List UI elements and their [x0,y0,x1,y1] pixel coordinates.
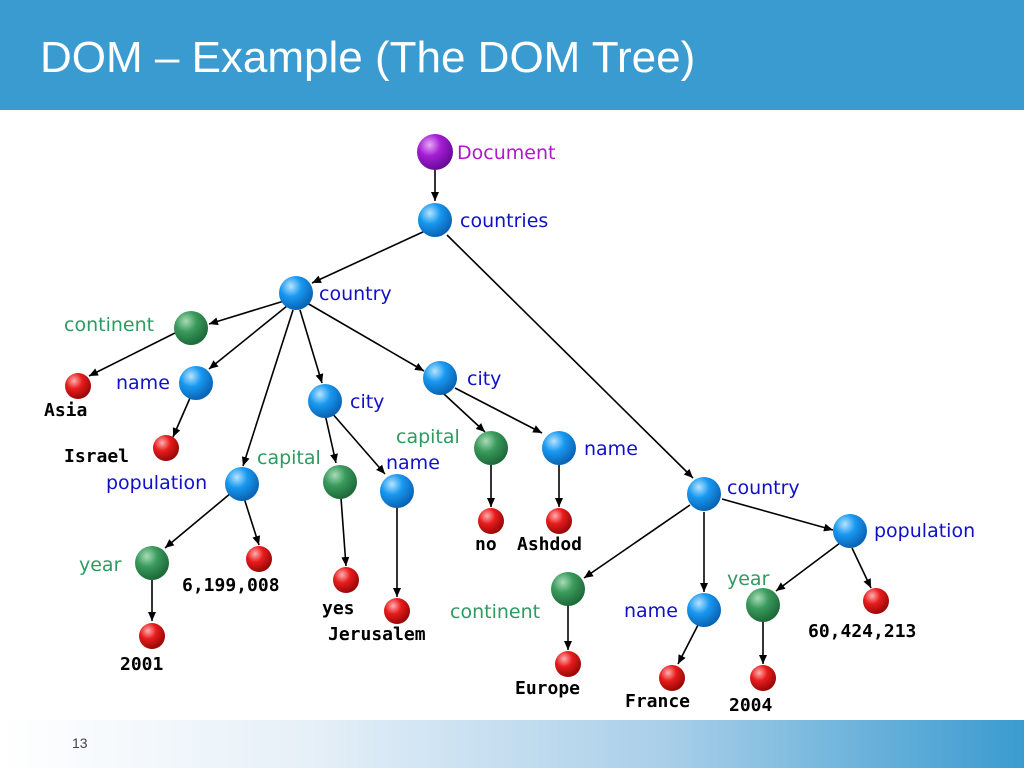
edge-city2-name [454,387,543,434]
population2-text-node [863,588,889,614]
edge-country2-continent [583,504,691,579]
country1-node [279,276,313,310]
page-number: 13 [72,735,88,751]
edge-population2-year [775,542,841,592]
city1-label: city [350,391,384,413]
population1-label: population [106,472,207,494]
footer-bar [0,720,1024,768]
countries-node [418,203,452,237]
slide-title: DOM – Example (The DOM Tree) [40,33,696,82]
edge-countries-country2 [446,234,694,479]
france-label: France [625,691,690,712]
israel-label: Israel [64,446,129,467]
ashdod-node [546,508,572,534]
edge-city2-capital [443,393,486,433]
name2-node [687,593,721,627]
yes-node [333,567,359,593]
country2-label: country [727,477,800,499]
france-node [659,665,685,691]
name1-node [179,366,213,400]
country1-label: country [319,283,392,305]
edge-city1-name [330,411,386,475]
city2-label: city [467,368,501,390]
name-city1-node [380,474,414,508]
population2-node [833,514,867,548]
value-2004-label: 2004 [729,695,773,716]
year2-node [746,588,780,622]
ashdod-label: Ashdod [517,534,582,555]
countries-label: countries [460,210,548,232]
country2-node [687,477,721,511]
yes-label: yes [322,598,355,619]
edge-population-year [164,492,232,549]
edge-country1-name [208,305,288,370]
edge-country1-continent [208,300,285,326]
continent1-node [174,311,208,345]
continent2-label: continent [450,601,540,623]
edge-population-text [243,497,261,546]
document-node [417,134,453,170]
title-bar [0,0,1024,110]
no-node [478,508,504,534]
edge-population2-text [851,547,872,589]
year1-node [135,546,169,580]
edge-country2-population [721,498,834,532]
capital2-node [474,431,508,465]
edge-country1-city2 [306,302,425,372]
israel-node [153,435,179,461]
population2-text-label: 60,424,213 [808,621,916,642]
value-2001-label: 2001 [120,654,163,675]
name-city1-label: name [386,452,440,474]
jerusalem-label: Jerusalem [328,624,426,645]
population1-node [225,467,259,501]
tree-nodes [65,134,889,691]
edge-city1-capital [324,413,338,464]
city2-node [423,361,457,395]
edge-countries-country1 [311,230,426,284]
year2-label: year [727,568,770,590]
europe-node [555,651,581,677]
capital1-node [323,465,357,499]
population2-label: population [874,520,975,542]
edge-continent-asia [88,332,176,377]
edge-country1-city1 [299,309,324,384]
capital1-label: capital [257,447,321,469]
asia-label: Asia [44,400,87,421]
edge-name-israel [172,397,191,438]
city1-node [308,384,342,418]
name-city2-label: name [584,438,638,460]
no-label: no [475,534,497,555]
population1-text-node [246,546,272,572]
europe-label: Europe [515,678,580,699]
value-2001-node [139,623,165,649]
name-city2-node [542,431,576,465]
year1-label: year [79,554,122,576]
document-label: Document [457,142,555,164]
jerusalem-node [384,598,410,624]
edge-country1-population [241,309,294,467]
edge-name-france [677,624,699,665]
population1-text-label: 6,199,008 [182,575,280,596]
name2-label: name [624,600,678,622]
continent1-label: continent [64,314,154,336]
continent2-node [551,572,585,606]
name1-label: name [116,372,170,394]
asia-node [65,373,91,399]
tree-labels: Document countries country continent Asi… [44,142,975,716]
value-2004-node [750,665,776,691]
capital2-label: capital [396,426,460,448]
tree-edges [88,170,872,665]
edge-capital-yes [340,497,350,567]
